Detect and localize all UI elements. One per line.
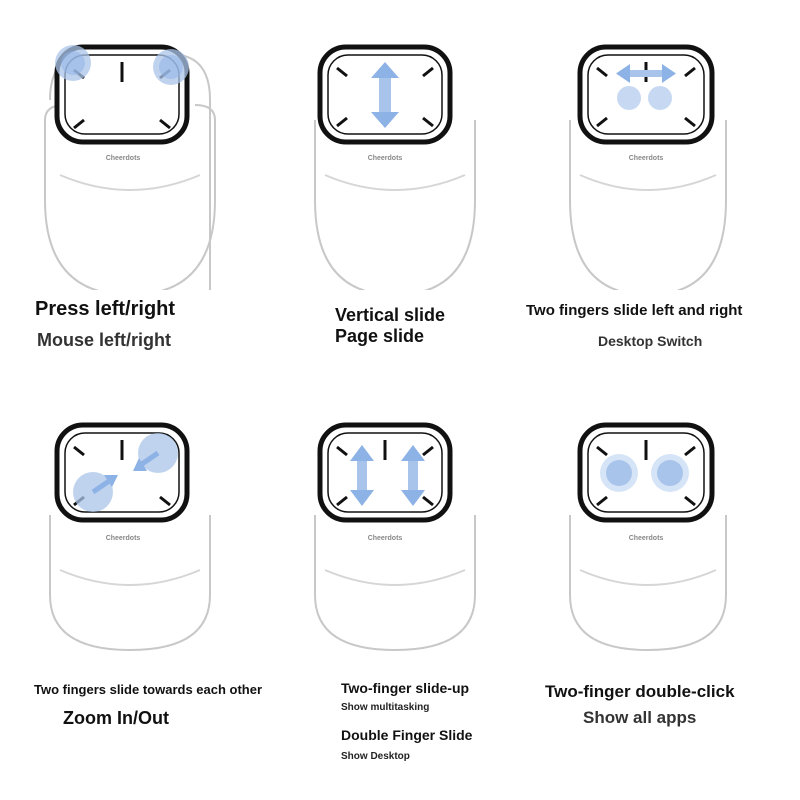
panel-vertical-slide: Cheerdots Vertical slide Page slide xyxy=(265,0,525,400)
horizontal-arrow-icon xyxy=(616,64,676,83)
mouse-illustration: Cheerdots xyxy=(530,395,790,685)
mouse-illustration: Cheerdots xyxy=(530,0,790,290)
touch-point-icon xyxy=(617,86,641,110)
panel-press-left-right: Cheerdots Press left/right Mouse left/ri… xyxy=(0,0,260,400)
svg-text:Cheerdots: Cheerdots xyxy=(106,155,141,162)
touchpad xyxy=(577,44,715,145)
vertical-arrow-icon xyxy=(350,445,374,506)
gesture-title: Two fingers slide towards each other xyxy=(34,682,263,697)
gesture-description: Show all apps xyxy=(583,708,697,727)
gesture-description: Show multitasking xyxy=(341,702,430,713)
touchpad xyxy=(577,422,715,523)
touchpad xyxy=(317,422,453,523)
vertical-arrow-icon xyxy=(401,445,425,506)
mouse-illustration: Cheerdots xyxy=(0,395,260,685)
svg-text:Cheerdots: Cheerdots xyxy=(368,155,403,162)
panel-two-finger-double-click: Cheerdots Two-finger double-click Show a… xyxy=(530,395,790,795)
svg-text:Cheerdots: Cheerdots xyxy=(629,535,664,542)
panel-pinch-zoom: Cheerdots Two fingers slide towards each… xyxy=(0,395,263,795)
gesture-title: Vertical slide xyxy=(335,305,446,325)
gesture-title-secondary: Double Finger Slide xyxy=(341,727,473,743)
gesture-description-secondary: Show Desktop xyxy=(341,751,410,762)
mouse-illustration: Cheerdots xyxy=(265,0,525,290)
gesture-title: Two fingers slide left and right xyxy=(526,302,743,319)
mouse-illustration: Cheerdots xyxy=(265,395,525,685)
gesture-description: Mouse left/right xyxy=(37,330,171,350)
gesture-description: Desktop Switch xyxy=(598,333,703,349)
gesture-title: Two-finger slide-up xyxy=(341,680,470,696)
svg-text:Cheerdots: Cheerdots xyxy=(629,155,664,162)
panel-two-finger-horizontal: Cheerdots Two fingers slide left and rig… xyxy=(526,0,790,400)
gesture-description: Zoom In/Out xyxy=(63,708,169,728)
gesture-title: Press left/right xyxy=(35,298,176,320)
svg-text:Cheerdots: Cheerdots xyxy=(106,535,141,542)
panel-two-finger-vertical: Cheerdots Two-finger slide-up Show multi… xyxy=(265,395,525,795)
pinch-arrow-icon xyxy=(91,450,160,495)
mouse-illustration: Cheerdots xyxy=(0,0,260,290)
gesture-title: Two-finger double-click xyxy=(545,682,735,701)
touch-point-icon xyxy=(648,86,672,110)
gesture-description: Page slide xyxy=(335,326,425,346)
svg-text:Cheerdots: Cheerdots xyxy=(368,535,403,542)
vertical-arrow-icon xyxy=(371,62,399,128)
